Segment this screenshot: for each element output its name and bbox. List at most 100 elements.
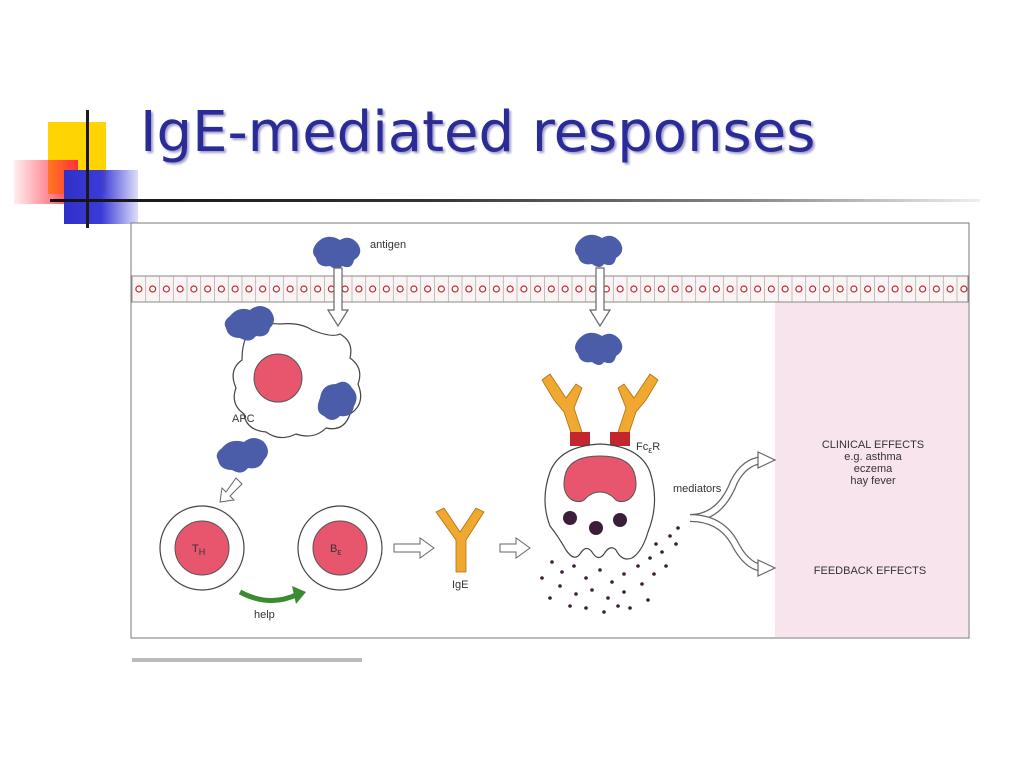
clinical-effects-text: CLINICAL EFFECTS e.g. asthma eczema hay … [822,439,924,487]
mediator-granule [654,542,658,546]
slide-title: IgE-mediated responses [140,100,816,165]
mediator-granule [622,590,626,594]
epithelial-cell-nucleus [795,285,803,293]
epithelial-cell-nucleus [506,285,514,293]
mediator-granule [584,576,588,580]
epithelial-cell-nucleus [424,285,432,293]
mediator-granule [572,564,576,568]
mediator-granule [590,588,594,592]
mediator-granule [646,598,650,602]
epithelial-cell-nucleus [809,285,817,293]
antigen-crosslinking [575,332,623,365]
epithelial-cell-nucleus [822,285,830,293]
arrow-antigen-down-right [588,267,612,328]
epithelial-cell-nucleus [451,285,459,293]
epithelial-cell-nucleus [905,285,913,293]
th-nucleus [174,520,230,576]
ige-bound-right [617,373,659,437]
mediator-granule [568,604,572,608]
epithelial-cell-nucleus [740,285,748,293]
apc-nucleus [253,353,303,403]
epithelial-cell-nucleus [437,285,445,293]
epithelial-cell-nucleus [231,285,239,293]
mediator-granule [602,610,606,614]
mediator-granule [550,560,554,564]
mediator-granule [560,570,564,574]
epithelial-cell-nucleus [781,285,789,293]
mast-cell [544,443,656,560]
antigen-on-apc-top [224,306,274,341]
mediator-granule [610,580,614,584]
label-clinical-effects: CLINICAL EFFECTS [822,439,924,451]
epithelial-cell-nucleus [877,285,885,293]
epithelial-cell-nucleus [286,285,294,293]
arrow-be-to-ige [393,537,435,559]
be-cell [297,505,383,591]
mediator-granule [664,564,668,568]
epithelial-cell-nucleus [589,285,597,293]
epithelial-cell-nucleus [891,285,899,293]
arrow-ige-to-mast-cell [499,537,531,559]
title-decoration-blue-square [64,170,138,224]
epithelial-cell-nucleus [561,285,569,293]
epithelial-cell-nucleus [314,285,322,293]
cropped-caption-strip [132,658,362,662]
label-help: help [254,609,275,621]
epithelial-cell-nucleus [754,285,762,293]
epithelial-cell-nucleus [190,285,198,293]
epithelial-cell-nucleus [396,285,404,293]
released-mediators [540,526,680,614]
epithelial-cell-nucleus [712,285,720,293]
mediator-granule [628,606,632,610]
antigen-right [575,234,623,267]
epithelial-cell-nucleus [300,285,308,293]
arrow-apc-to-th [219,477,243,503]
label-antigen: antigen [370,239,406,251]
epithelial-cell-nucleus [272,285,280,293]
mediator-granule [622,572,626,576]
epithelial-cell-nucleus [217,285,225,293]
label-clinical-eg: e.g. asthma [844,451,902,463]
epithelial-cell-nucleus [946,285,954,293]
epithelial-cell-nucleus [369,285,377,293]
mast-cell-granules [563,511,627,535]
epithelial-cell-nucleus [410,285,418,293]
mediator-granule [598,568,602,572]
epithelial-cell-nucleus [547,285,555,293]
mediator-granule [548,596,552,600]
label-fcer: FcεR [636,441,660,455]
epithelial-cell-nucleus [616,285,624,293]
title-decoration-vertical-line [86,110,89,228]
mediator-granule [660,550,664,554]
label-ige: IgE [452,579,469,591]
mediator-granule [674,542,678,546]
mediator-granule [648,556,652,560]
antigen-on-apc-bottom [216,438,268,473]
epithelial-cell-nucleus [176,285,184,293]
mediator-granule [640,582,644,586]
th-cell [159,505,245,591]
epithelial-cell-nucleus [630,285,638,293]
ige-antibody [435,507,485,573]
ige-pathway-diagram: antigen APC TH Bε help [130,222,975,662]
epithelial-cell-nucleus [245,285,253,293]
epithelial-cell-nucleus [657,285,665,293]
ige-bound-left [541,373,583,437]
epithelial-cell-nucleus [836,285,844,293]
antigen-left [313,236,361,269]
epithelial-cell-nucleus [575,285,583,293]
epithelial-cell-nucleus [204,285,212,293]
mediator-granule [676,526,680,530]
label-be: Bε [330,543,341,557]
effects-panel [775,302,968,637]
label-apc: APC [232,413,255,425]
epithelial-cell-nucleus [850,285,858,293]
antigen-on-apc-right [317,381,357,420]
epithelial-cell-nucleus [699,285,707,293]
arrow-to-feedback-effects [689,514,777,577]
epithelial-cell-nucleus [341,285,349,293]
mediator-granule [584,606,588,610]
mediator-granule [616,604,620,608]
epithelial-cell-nucleus [162,285,170,293]
title-underline [50,199,980,202]
